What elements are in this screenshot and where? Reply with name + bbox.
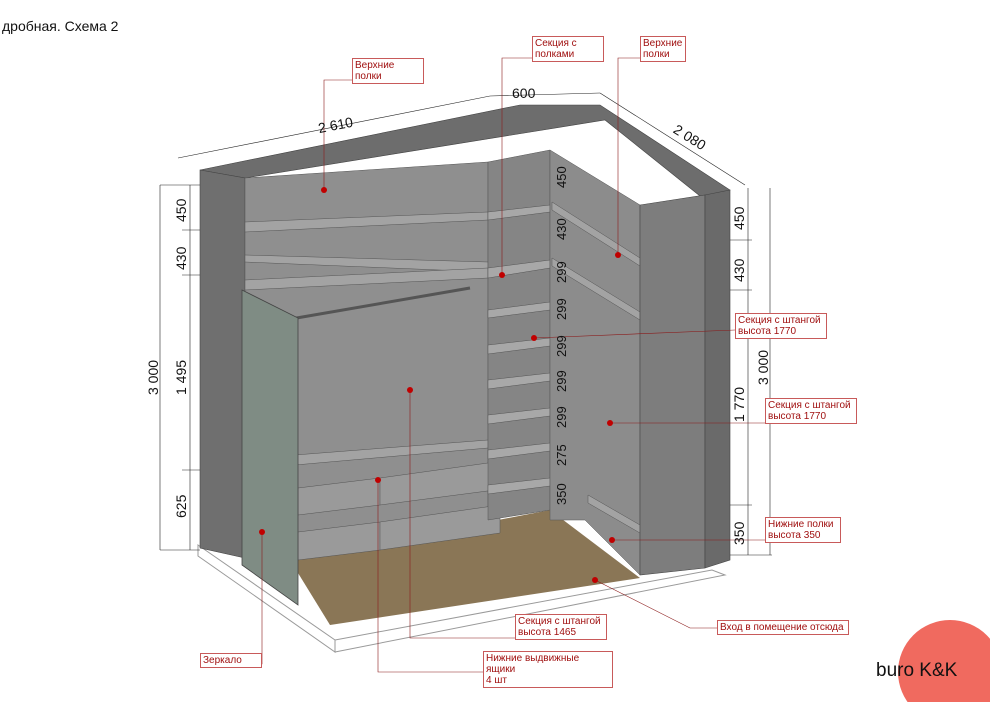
dim-top-depth: 600 xyxy=(512,85,536,101)
center-dimension-stack: 450 430 299 299 299 299 299 275 350 xyxy=(554,166,569,505)
callout-lower-shelves: Нижние полки высота 350 xyxy=(765,517,841,543)
mirror-door xyxy=(241,289,299,606)
plinth-outline-right xyxy=(334,569,727,653)
dim-left-middle: 1 495 xyxy=(173,360,189,395)
dim-right-top: 450 xyxy=(731,206,747,230)
center-dim-2: 430 xyxy=(554,218,569,240)
dimension-lines xyxy=(159,92,772,556)
center-column xyxy=(487,149,551,521)
logo: buro K&K xyxy=(876,660,958,681)
callout-rod-section-1465: Секция с штангой высота 1465 xyxy=(515,614,607,640)
center-dim-4: 299 xyxy=(554,298,569,320)
logo-circle xyxy=(898,620,990,702)
dim-left-total: 3 000 xyxy=(145,360,161,395)
callout-upper-shelves-right: Верхние полки xyxy=(640,36,686,62)
page-title: дробная. Схема 2 xyxy=(2,18,119,34)
callout-section-shelves: Секция с полками xyxy=(532,36,604,62)
center-dim-8: 275 xyxy=(554,444,569,466)
left-side-panel xyxy=(199,169,246,559)
dim-top-width: 2 610 xyxy=(317,114,355,136)
callout-mirror: Зеркало xyxy=(200,653,262,668)
floor xyxy=(290,510,640,625)
center-dim-1: 450 xyxy=(554,166,569,188)
right-end-panel xyxy=(639,194,706,576)
center-dim-9: 350 xyxy=(554,483,569,505)
center-dim-3: 299 xyxy=(554,261,569,283)
callout-upper-shelves-left: Верхние полки xyxy=(352,58,424,84)
callout-rod-section-1770-b: Секция с штангой высота 1770 xyxy=(765,398,857,424)
dim-right-bottom: 350 xyxy=(731,521,747,545)
dim-right-total: 3 000 xyxy=(755,350,771,385)
dim-left-bottom: 625 xyxy=(173,494,189,518)
dim-right-middle: 1 770 xyxy=(731,387,747,422)
dim-left-upper: 430 xyxy=(173,246,189,270)
center-dim-6: 299 xyxy=(554,370,569,392)
callout-rod-section-1770-a: Секция с штангой высота 1770 xyxy=(735,313,827,339)
dim-left-top: 450 xyxy=(173,198,189,222)
center-dim-7: 299 xyxy=(554,406,569,428)
dim-right-upper: 430 xyxy=(731,258,747,282)
callout-drawers: Нижние выдвижные ящики 4 шт xyxy=(483,651,613,688)
callout-dots xyxy=(259,187,621,583)
callout-entrance: Вход в помещение отсюда xyxy=(717,620,849,635)
dim-right-width: 2 080 xyxy=(671,121,709,153)
center-dim-5: 299 xyxy=(554,335,569,357)
hanging-rod-left xyxy=(284,286,471,322)
right-side-panel xyxy=(704,189,731,569)
